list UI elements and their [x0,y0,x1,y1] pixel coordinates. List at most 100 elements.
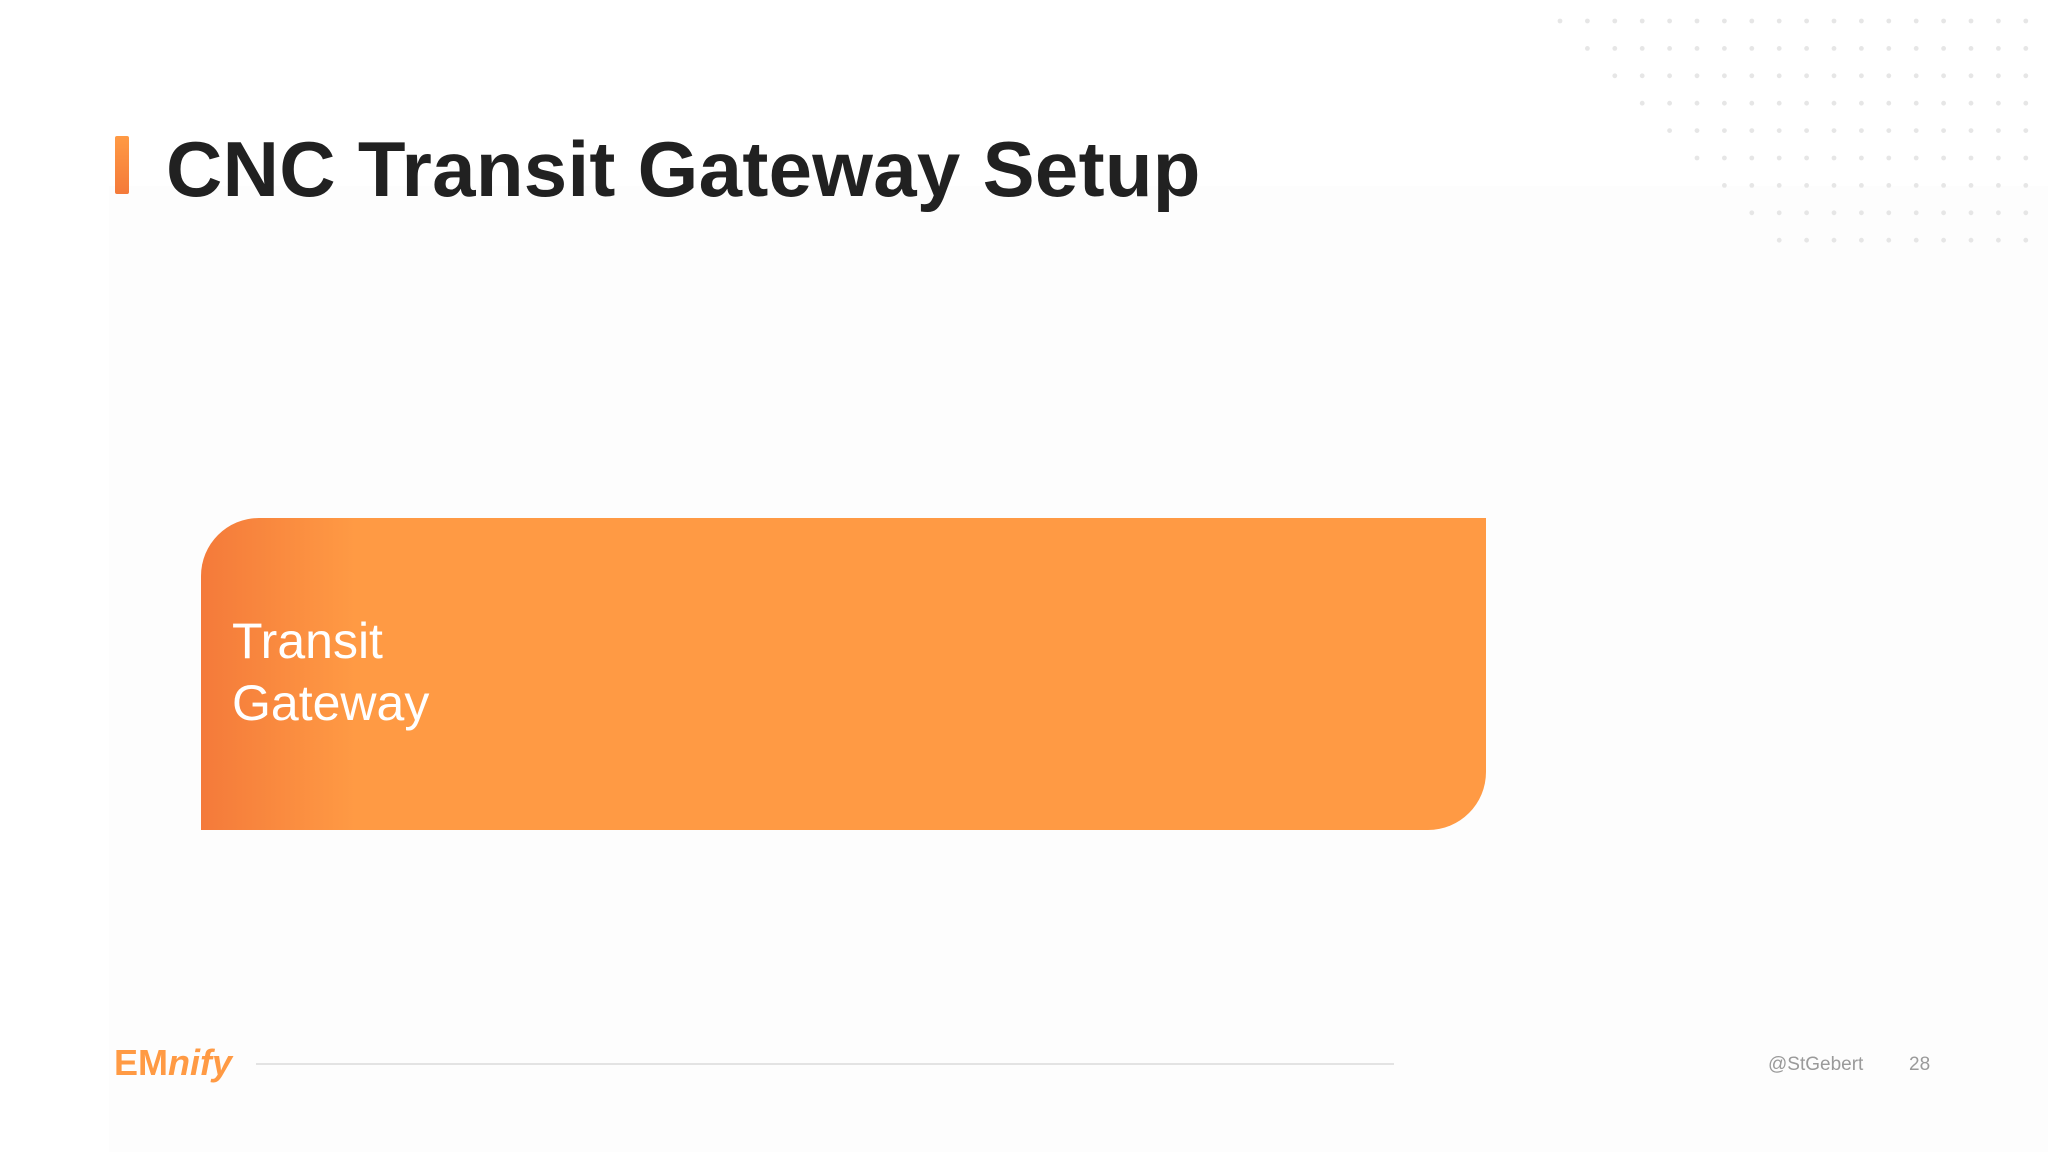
decorative-dot [1804,183,1809,188]
decorative-dot [1749,73,1755,79]
decorative-dot [1639,73,1645,79]
decorative-dot [1886,183,1892,188]
decorative-dot [1776,155,1782,161]
decorative-dot [1667,46,1672,51]
decorative-dot [1968,73,1974,79]
decorative-dot [1996,18,2001,24]
decorative-dot [1612,18,1618,24]
decorative-dot [1968,155,1974,161]
decorative-dot [1804,100,1809,106]
decorative-dot [1859,128,1864,133]
decorative-dot [1996,183,2001,188]
decorative-dot [1913,128,1919,133]
author-handle: @StGebert [1768,1054,1864,1075]
decorative-dot [1996,128,2001,133]
decorative-dot [1831,128,1837,133]
decorative-dot [1996,73,2001,79]
decorative-dot [1831,237,1837,243]
decorative-dot [1913,210,1919,216]
decorative-dot [1749,18,1755,24]
logo-text-em: EM [114,1042,168,1083]
decorative-dot [1749,46,1755,51]
decorative-dot [1776,18,1782,24]
decorative-dot [1776,237,1782,243]
decorative-dot [1667,18,1672,24]
decorative-dot [1941,237,1946,243]
decorative-dot [1996,100,2001,106]
decorative-dot [1859,46,1864,51]
decorative-dot [2023,210,2029,216]
decorative-dot [1639,100,1645,106]
decorative-dot [1585,18,1590,24]
decorative-dot [1722,155,1727,161]
decorative-dot [1859,100,1864,106]
decorative-dot [1776,73,1782,79]
decorative-dot [1941,155,1946,161]
decorative-dot [1694,155,1700,161]
decorative-dot [1776,100,1782,106]
decorative-dot [2023,237,2029,243]
decorative-dot [1996,237,2001,243]
decorative-dot [1831,100,1837,106]
decorative-dot [1804,237,1809,243]
decorative-dot [1859,73,1864,79]
page-number: 28 [1909,1054,1931,1075]
decorative-dot [1859,237,1864,243]
decorative-dot [1859,183,1864,188]
decorative-dot [1913,18,1919,24]
decorative-dot [1941,46,1946,51]
decorative-dot [1831,73,1837,79]
decorative-dot [1694,73,1700,79]
decorative-dot [1886,128,1892,133]
decorative-dot [1776,210,1782,216]
decorative-dot [2023,155,2029,161]
decorative-dot [1968,128,1974,133]
decorative-dot-grid [1557,18,2029,243]
decorative-dot [1886,18,1892,24]
decorative-dot [1941,18,1946,24]
decorative-dot [1886,73,1892,79]
decorative-dot [1776,128,1782,133]
decorative-dot [1694,128,1700,133]
decorative-dot [1968,18,1974,24]
decorative-dot [1913,46,1919,51]
decorative-dot [1913,183,1919,188]
decorative-dot [1831,155,1837,161]
decorative-dot [1831,18,1837,24]
decorative-dot [1667,128,1672,133]
decorative-dot [1694,100,1700,106]
decorative-dot [1886,237,1892,243]
decorative-dot [2023,128,2029,133]
decorative-dot [1831,183,1837,188]
decorative-dot [1749,155,1755,161]
decorative-dot [1941,128,1946,133]
decorative-dot [1996,210,2001,216]
decorative-dot [1886,155,1892,161]
decorative-dot [2023,46,2029,51]
decorative-dot [1804,210,1809,216]
decorative-dot [2023,18,2029,24]
decorative-dot [1804,73,1809,79]
decorative-dot [1968,237,1974,243]
decorative-dot [1968,210,1974,216]
decorative-dot [1996,46,2001,51]
decorative-dot [2023,183,2029,188]
decorative-dot [1968,46,1974,51]
decorative-dot [1639,18,1645,24]
decorative-dot [1913,155,1919,161]
decorative-dot [1996,155,2001,161]
decorative-dot [1749,128,1755,133]
decorative-dot [1612,73,1618,79]
decorative-dot [1749,210,1755,216]
decorative-dot [1804,128,1809,133]
decorative-dot [1804,46,1809,51]
decorative-dot [1941,183,1946,188]
decorative-dot [1557,18,1563,24]
decorative-dot [1776,183,1782,188]
decorative-dot [1913,237,1919,243]
decorative-dot [1667,73,1672,79]
transit-gateway-label: Transit Gateway [232,613,430,731]
decorative-dot [1722,18,1727,24]
decorative-dot [1859,155,1864,161]
footer-divider [256,1063,1394,1065]
